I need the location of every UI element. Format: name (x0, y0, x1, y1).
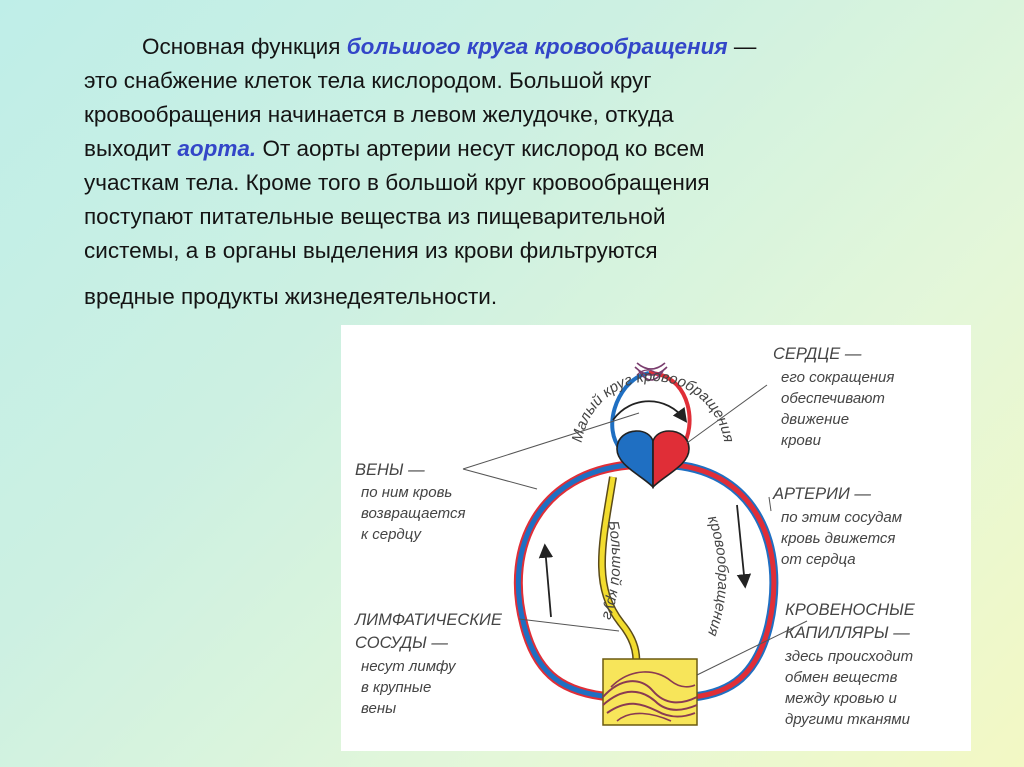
highlight-aorta: аорта. (177, 136, 256, 161)
pointer-lines (463, 385, 807, 675)
lymph-line: в крупные (361, 679, 431, 696)
veins-line: по ним кровь (361, 484, 452, 501)
heart-line: обеспечивают (781, 390, 885, 407)
heart-title: СЕРДЦЕ — (773, 345, 862, 363)
heart-icon (617, 431, 689, 487)
capillaries-title: КРОВЕНОСНЫЕ (785, 601, 916, 619)
veins-title: ВЕНЫ — (355, 461, 425, 479)
arteries-line: от сердца (781, 551, 856, 568)
highlight-big-circle: большого круга кровообращения (347, 34, 728, 59)
artery-flow-arrow (737, 505, 745, 585)
paragraph-line-4: выходит аорта. От аорты артерии несут ки… (84, 132, 944, 166)
main-paragraph: Основная функция большого круга кровообр… (84, 30, 944, 314)
vein-flow-arrow (545, 547, 551, 617)
label-veins: ВЕНЫ — по ним кровь возвращается к сердц… (355, 461, 465, 543)
capillaries-line: другими тканями (785, 711, 911, 728)
arteries-line: кровь движется (781, 530, 895, 547)
lymph-line: несут лимфу (361, 658, 457, 675)
arteries-title: АРТЕРИИ — (772, 485, 871, 503)
small-circle-label: Малый круг кровообращения (569, 368, 737, 444)
label-lymph: ЛИМФАТИЧЕСКИЕ СОСУДЫ — несут лимфу в кру… (354, 611, 503, 717)
paragraph-line-8: вредные продукты жизнедеятельности. (84, 280, 944, 314)
heart-line: крови (781, 432, 822, 449)
circulation-diagram: Малый круг кровообращения Большой круг к… (341, 325, 971, 751)
text-span: выходит (84, 136, 177, 161)
lymph-line: вены (361, 700, 396, 717)
paragraph-line-5: участкам тела. Кроме того в большой круг… (84, 166, 944, 200)
paragraph-line-3: кровообращения начинается в левом желудо… (84, 98, 944, 132)
small-circle-arrow (613, 401, 685, 420)
heart-line: его сокращения (781, 369, 894, 386)
capillaries-title: КАПИЛЛЯРЫ — (785, 624, 910, 642)
paragraph-line-2: это снабжение клеток тела кислородом. Бо… (84, 64, 944, 98)
capillaries-line: между кровью и (785, 690, 897, 707)
label-heart: СЕРДЦЕ — его сокращения обеспечивают дви… (773, 345, 894, 449)
veins-line: к сердцу (361, 526, 422, 543)
label-capillaries: КРОВЕНОСНЫЕ КАПИЛЛЯРЫ — здесь происходит… (784, 601, 916, 728)
lymph-title: СОСУДЫ — (355, 634, 448, 652)
circulation-svg: Малый круг кровообращения Большой круг к… (341, 325, 971, 751)
paragraph-line-1: Основная функция большого круга кровообр… (84, 30, 944, 64)
paragraph-line-7: системы, а в органы выделения из крови ф… (84, 234, 944, 268)
text-span: — (728, 34, 757, 59)
big-circle-label-right: кровообращения (704, 513, 731, 638)
capillaries-line: обмен веществ (785, 669, 898, 686)
label-arteries: АРТЕРИИ — по этим сосудам кровь движется… (772, 485, 902, 568)
capillaries-line: здесь происходит (784, 648, 913, 665)
veins-line: возвращается (361, 505, 465, 522)
heart-line: движение (781, 411, 849, 428)
lymph-title: ЛИМФАТИЧЕСКИЕ (354, 611, 503, 629)
text-span: От аорты артерии несут кислород ко всем (256, 136, 704, 161)
paragraph-line-6: поступают питательные вещества из пищева… (84, 200, 944, 234)
arteries-line: по этим сосудам (781, 509, 902, 526)
text-span: Основная функция (142, 34, 347, 59)
